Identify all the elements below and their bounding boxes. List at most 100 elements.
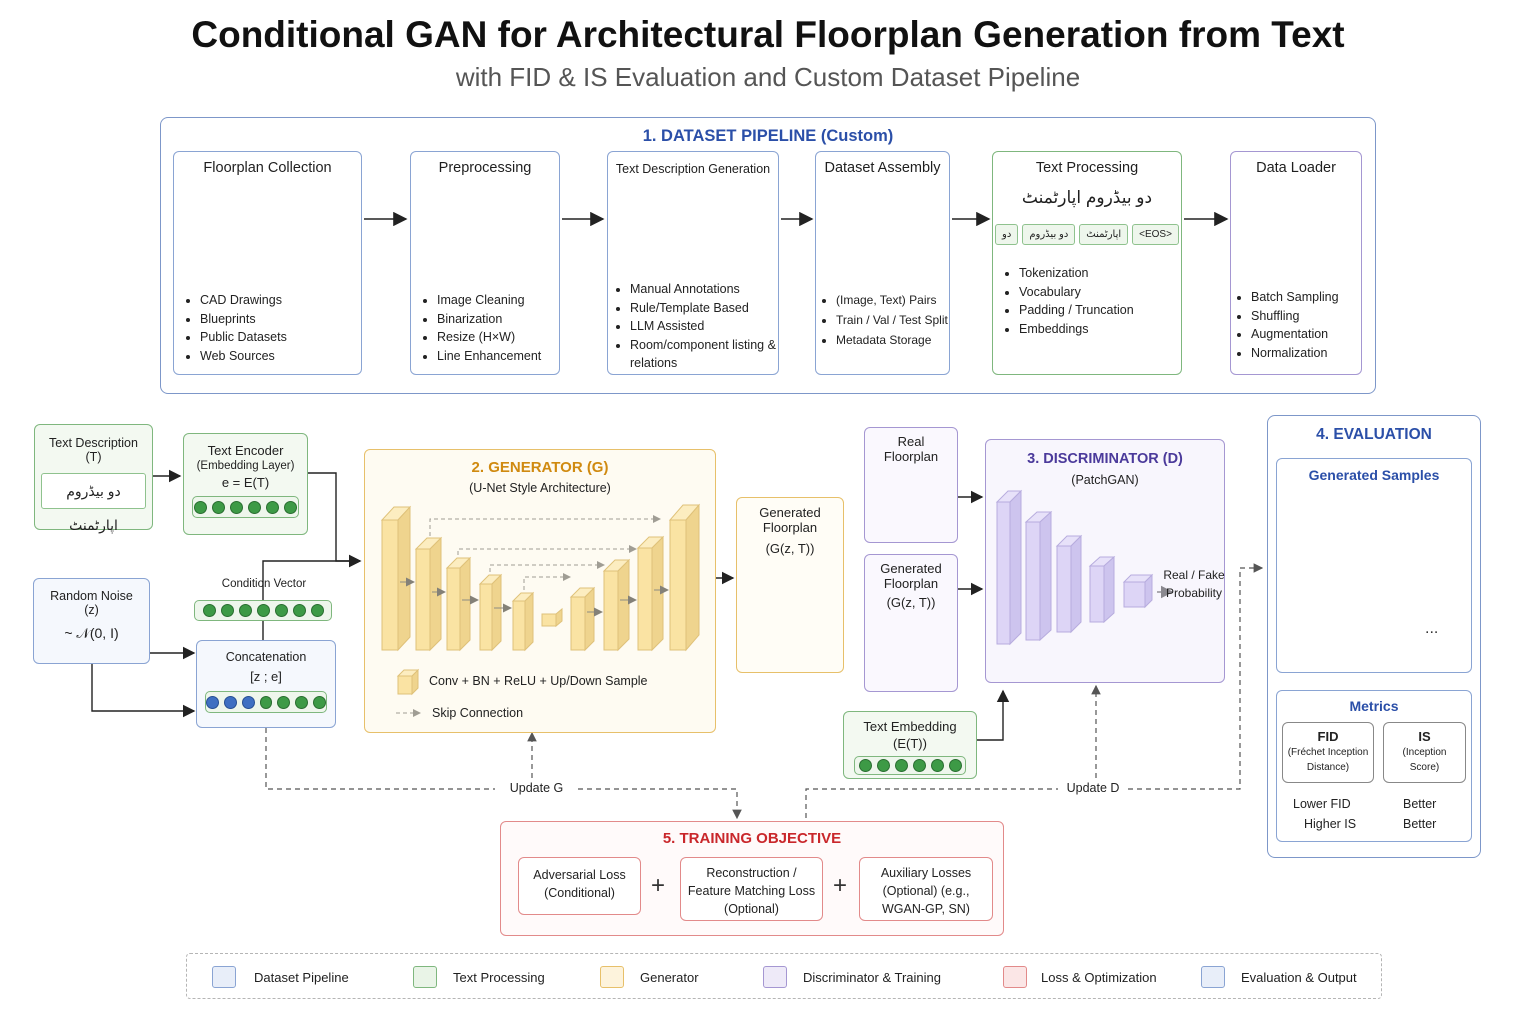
list-item: Room/component listing & relations [630,336,778,373]
unet-blocks [380,503,701,652]
stage-text-processing: Text Processing دو بیڈروم اپارٹمنٹ دو دو… [992,151,1182,375]
generated-floorplan-title: Generated Floorplan [759,505,821,535]
flow-arrows [91,469,1174,741]
fid-title: FID [1317,729,1339,744]
is-subtitle: (Inception Score) [1402,747,1447,773]
legend-item: Dataset Pipeline [212,966,349,988]
list-item: Line Enhancement [437,347,559,366]
legend-item: Evaluation & Output [1201,966,1357,988]
text-embedding-title: Text Embedding [863,719,957,734]
stage-list: Manual Annotations Rule/Template Based L… [608,280,778,373]
concatenated-vector [205,691,327,713]
legend-label: Dataset Pipeline [254,969,349,985]
token-chip: دو بیڈروم [1022,224,1076,245]
evaluation-panel [1267,415,1481,858]
metric-rule-fid: Lower FID [1293,797,1351,811]
text-encoder-title: Text Encoder [207,443,284,458]
feedback-lines [265,563,1264,820]
generator-legend-block: Conv + BN + ReLU + Up/Down Sample [429,674,648,688]
embedding-vector [192,496,299,518]
generated-samples-title: Generated Samples [1308,467,1440,483]
loss-label: Reconstruction / Feature Matching Loss (… [687,866,816,916]
stage-title: Text Description Generation [615,162,771,176]
text-description-sample: دو بیڈروم اپارٹمنٹ [41,473,146,533]
generator-panel [364,449,716,733]
enc-block-3 [445,556,472,652]
legend-label: Text Processing [453,969,545,985]
stage-floorplan-collection: Floorplan Collection CAD Drawings Bluepr… [173,151,362,375]
discriminator-subtitle: (PatchGAN) [1071,473,1139,487]
legend-block-icon [396,668,420,696]
enc-block-1 [380,505,412,652]
legend-item: Discriminator & Training [763,966,941,988]
bottleneck-block [541,607,563,628]
is-card: IS (Inception Score) [1383,722,1466,783]
is-title: IS [1418,729,1431,744]
enc-block-4 [478,573,503,652]
list-item: Embeddings [1019,320,1181,339]
metric-rule-fid-result: Better [1403,797,1437,811]
random-noise-box: Random Noise (z) ~ 𝒩(0, I) [33,578,150,664]
generated-floorplan-input-title: Generated Floorplan [880,561,942,591]
generated-floorplan-box: Generated Floorplan (G(z, T)) [736,497,844,673]
metrics-title: Metrics [1349,698,1399,714]
list-item: Shuffling [1251,307,1361,326]
legend-swatch [763,966,787,988]
loss-label: Adversarial Loss (Conditional) [533,868,626,900]
generator-legend-skip: Skip Connection [432,706,524,720]
stage-title: Preprocessing [438,160,532,176]
stage-title: Data Loader [1256,160,1336,176]
stage-list: Image Cleaning Binarization Resize (H×W)… [411,291,559,365]
loss-reconstruction: Reconstruction / Feature Matching Loss (… [680,857,823,921]
token-chip: دو [995,224,1019,245]
plus-sign: + [833,872,848,899]
legend-swatch [212,966,236,988]
dec-block-2 [602,558,631,652]
list-item: CAD Drawings [200,291,361,310]
stage-list: Batch Sampling Shuffling Augmentation No… [1231,288,1361,362]
list-item: Image Cleaning [437,291,559,310]
discriminator-title: 3. DISCRIMINATOR (D) [1027,451,1183,467]
fid-card: FID (Fréchet Inception Distance) [1282,722,1374,783]
fid-subtitle: (Fréchet Inception Distance) [1287,747,1369,773]
real-floorplan-box: Real Floorplan [864,427,958,543]
list-item: Public Datasets [200,328,361,347]
stage-dataset-assembly: Dataset Assembly (Image, Text) Pairs Tra… [815,151,950,375]
list-item: Manual Annotations [630,280,778,299]
list-item: Padding / Truncation [1019,301,1181,320]
loss-auxiliary: Auxiliary Losses (Optional) (e.g., WGAN-… [859,857,993,921]
list-item: Resize (H×W) [437,328,559,347]
generated-floorplan-eq: (G(z, T)) [765,541,815,556]
stage-list: (Image, Text) Pairs Train / Val / Test S… [816,290,949,350]
legend-swatch [600,966,624,988]
list-item: Batch Sampling [1251,288,1361,307]
legend-label: Generator [640,969,699,985]
legend-label: Loss & Optimization [1041,969,1157,985]
text-encoder-box: Text Encoder (Embedding Layer) e = E(T) [183,433,308,535]
list-item: Metadata Storage [836,330,949,350]
legend-swatch [1201,966,1225,988]
legend-label: Discriminator & Training [803,969,941,985]
generator-title: 2. GENERATOR (G) [471,459,609,476]
condition-vector [194,600,332,621]
training-objective-title: 5. TRAINING OBJECTIVE [662,830,842,847]
page-subtitle: with FID & IS Evaluation and Custom Data… [455,62,1081,92]
stage-title: Text Processing [1035,160,1139,176]
token-chip: اپارٹمنٹ [1079,224,1129,245]
list-item: Binarization [437,310,559,329]
text-description-box: Text Description (T) دو بیڈروم اپارٹمنٹ [34,424,153,533]
stage-data-loader: Data Loader Batch Sampling Shuffling Aug… [1230,151,1362,375]
enc-block-5 [511,591,535,652]
text-description-title: Text Description (T) [49,436,138,464]
concatenation-box: Concatenation [z ; e] [196,640,336,728]
text-encoder-subtitle: (Embedding Layer) [196,460,295,472]
legend-swatch [413,966,437,988]
list-item: LLM Assisted [630,317,778,336]
stage-list: CAD Drawings Blueprints Public Datasets … [174,291,361,365]
list-item: Rule/Template Based [630,299,778,318]
list-item: Train / Val / Test Split [836,310,949,330]
metric-rule-is-result: Better [1403,817,1437,831]
update-d-label: Update D [1058,781,1128,795]
stage-text-description-generation: Text Description Generation Manual Annot… [607,151,779,375]
list-item: (Image, Text) Pairs [836,290,949,310]
